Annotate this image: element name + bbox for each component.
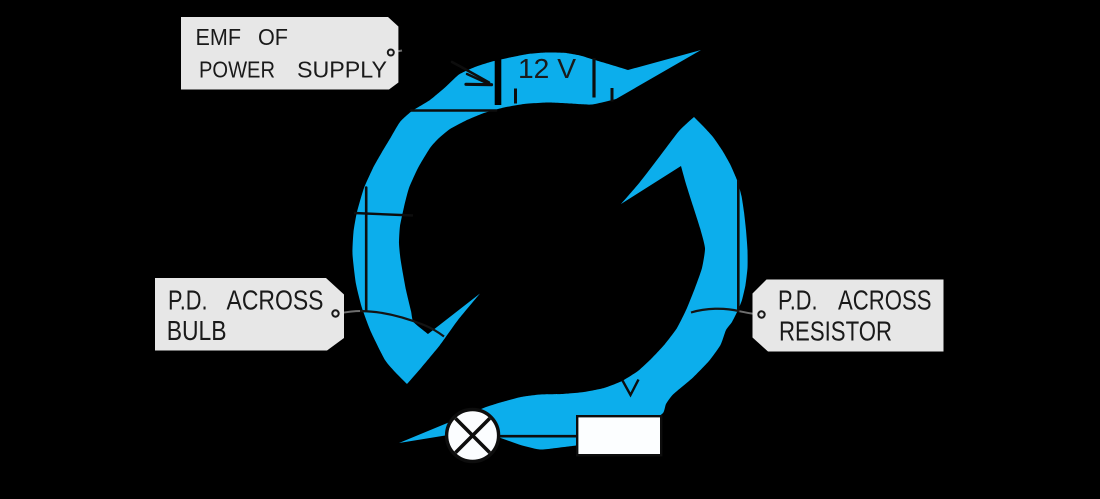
svg-text:OF: OF <box>258 24 288 50</box>
svg-text:ACROSS: ACROSS <box>838 285 932 316</box>
svg-text:P.D.: P.D. <box>778 285 818 316</box>
svg-text:ACROSS: ACROSS <box>227 285 324 316</box>
svg-text:EMF: EMF <box>196 24 242 50</box>
svg-text:BULB: BULB <box>167 315 227 346</box>
svg-text:12 V: 12 V <box>518 53 577 84</box>
svg-text:SUPPLY: SUPPLY <box>297 57 387 83</box>
svg-text:RESISTOR: RESISTOR <box>779 316 892 347</box>
svg-text:POWER: POWER <box>199 57 275 83</box>
svg-text:P.D.: P.D. <box>168 285 208 316</box>
